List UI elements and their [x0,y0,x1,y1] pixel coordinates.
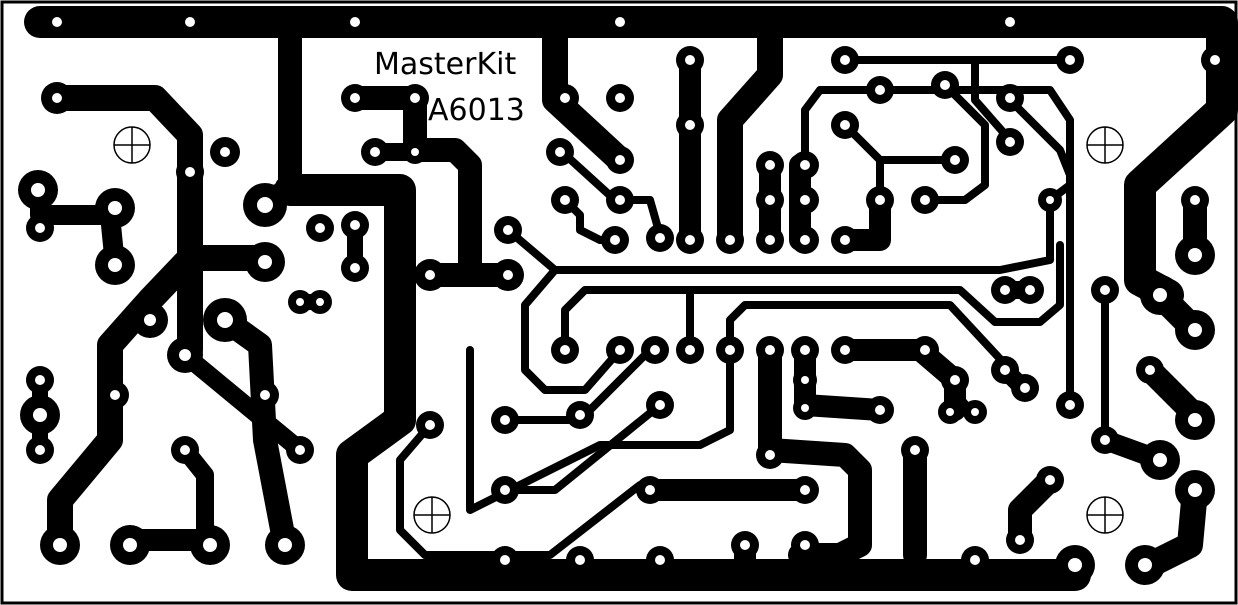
board-label-brand: MasterKit [374,47,516,82]
mounting-holes [113,126,1124,534]
mounting-hole-icon [1086,496,1124,534]
mounting-hole-icon [1086,126,1124,164]
board-label-model: A6013 [428,93,525,128]
mounting-hole-icon [413,496,451,534]
drill-holes [31,17,1220,572]
mounting-hole-icon [113,126,151,164]
